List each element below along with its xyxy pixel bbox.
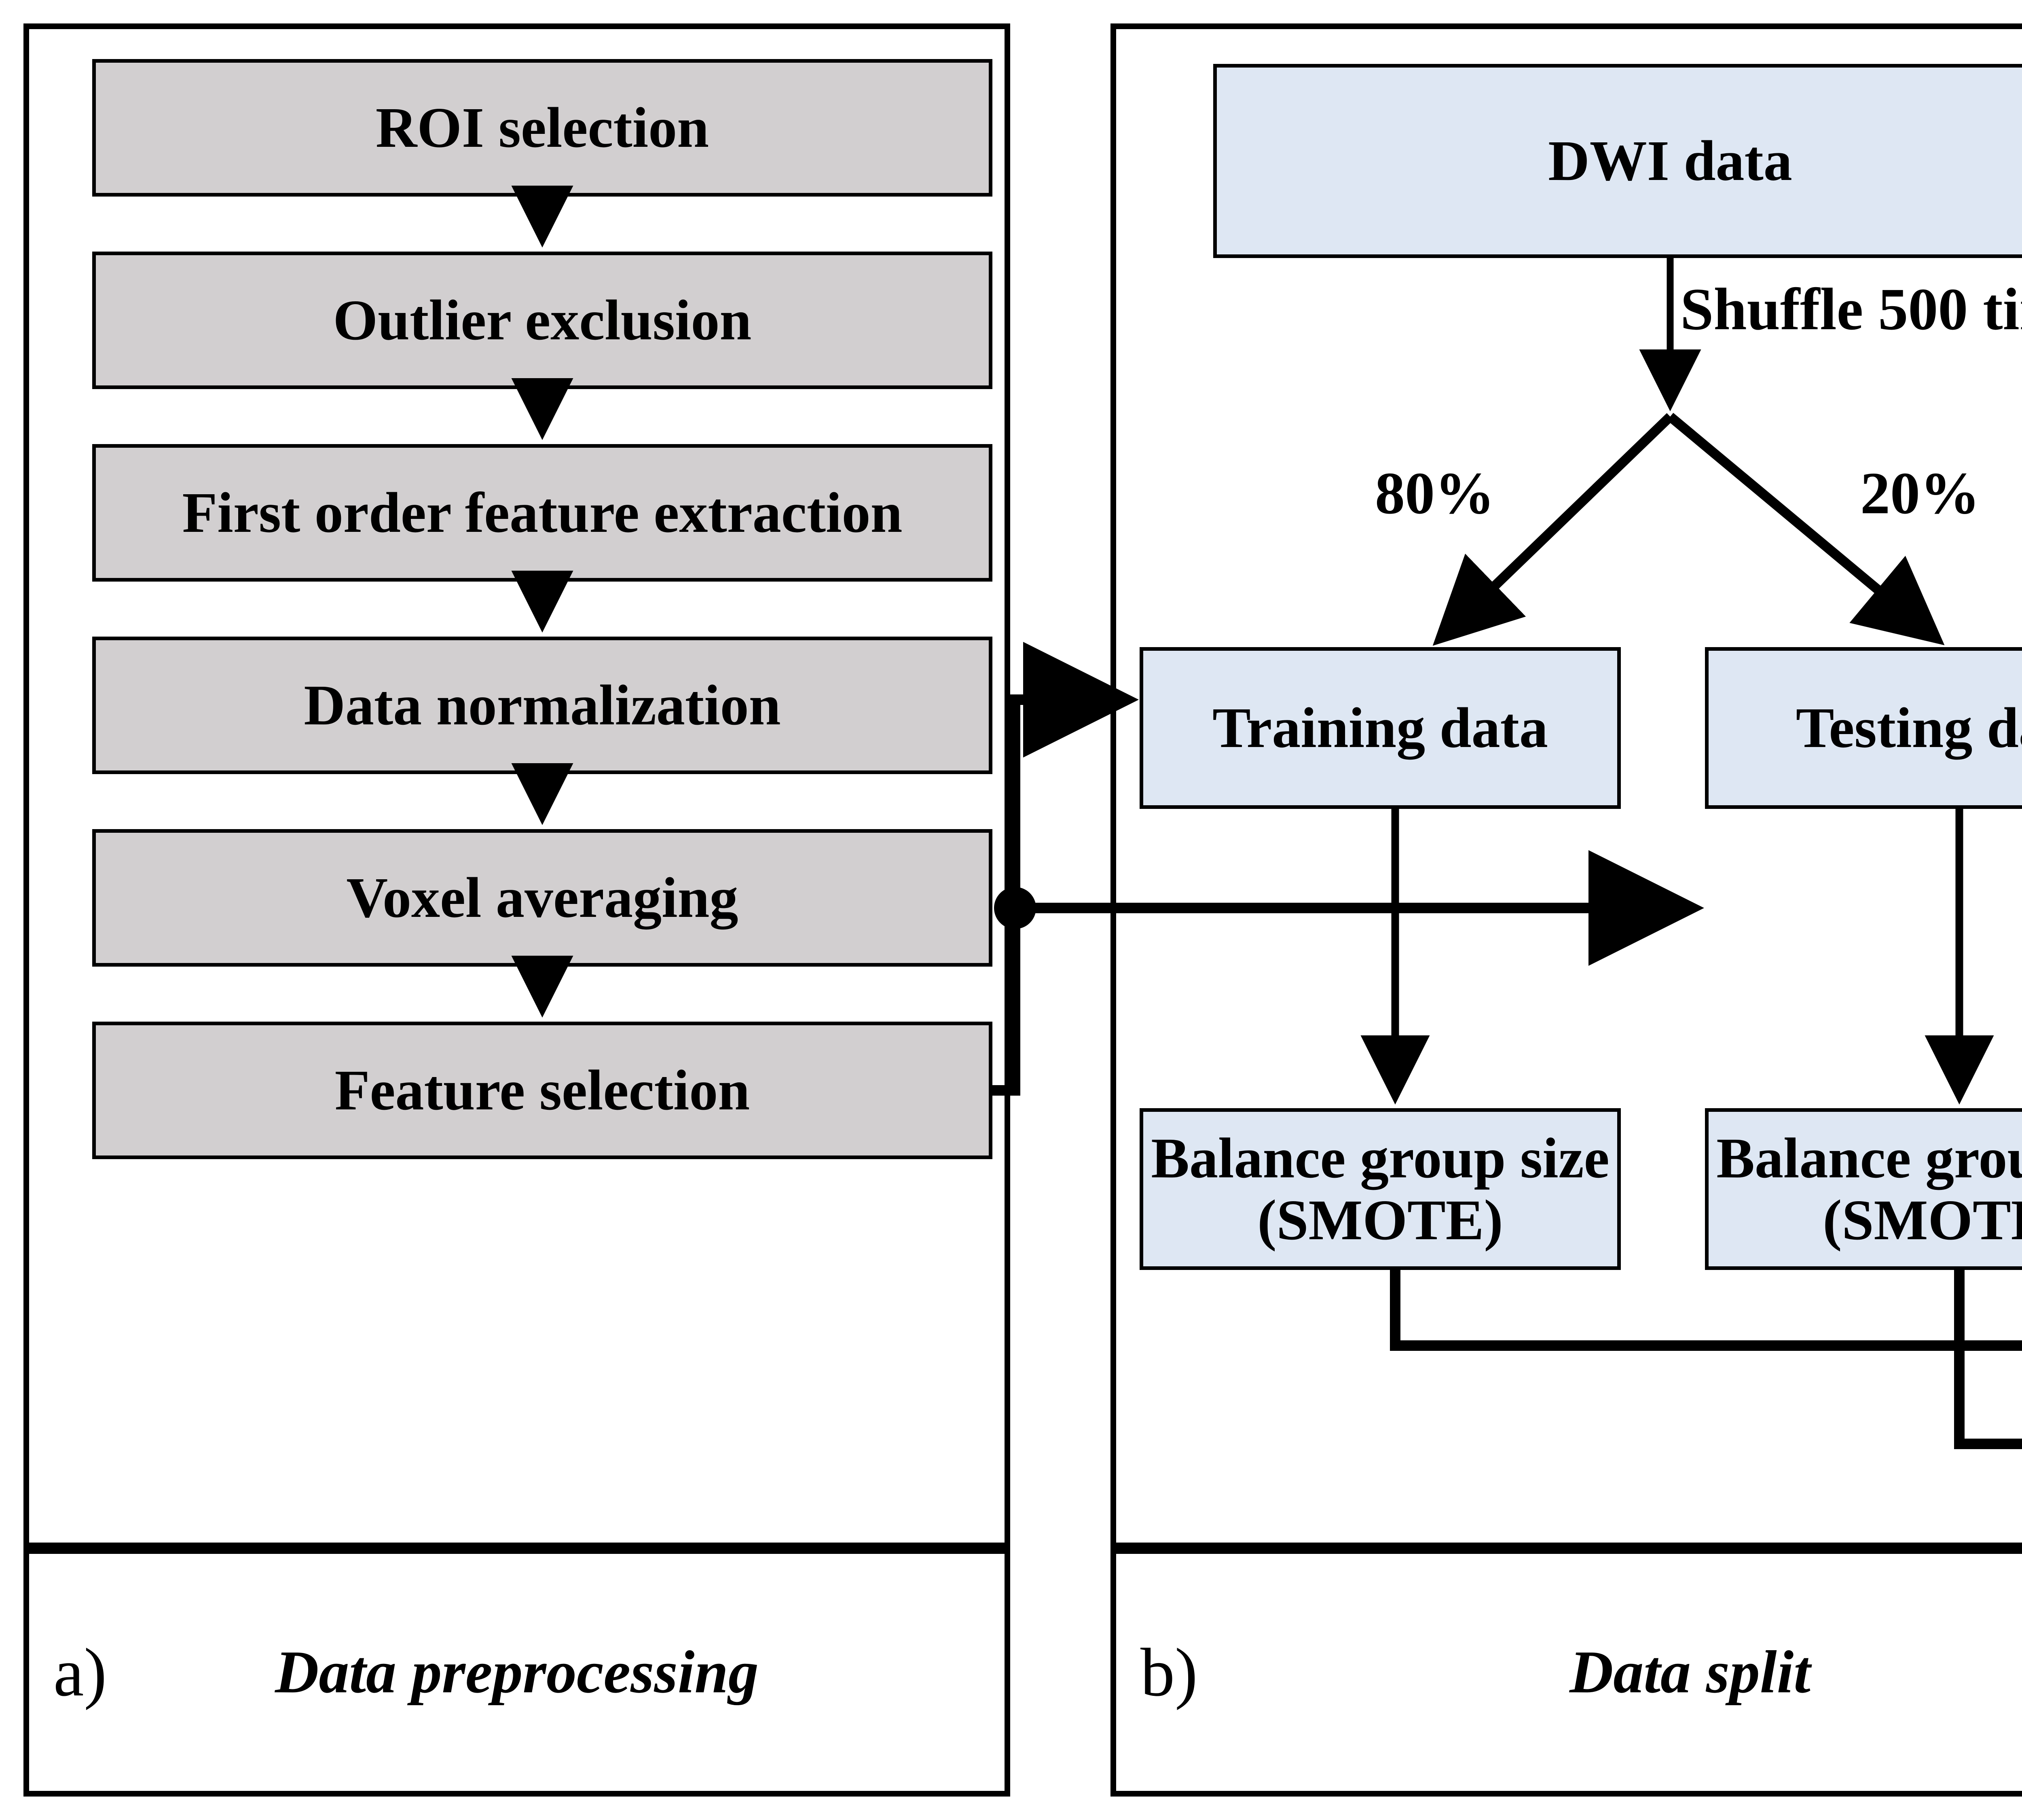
node-training-data[interactable]: Training data xyxy=(1140,647,1621,809)
node-voxel-averaging[interactable]: Voxel averaging xyxy=(92,829,992,967)
node-first-order-feature-extraction[interactable]: First order feature extraction xyxy=(92,444,992,582)
node-feature-selection[interactable]: Feature selection xyxy=(92,1022,992,1159)
balance-train-line1: Balance group size xyxy=(1151,1126,1610,1190)
balance-test-text: Balance group size (SMOTE) xyxy=(1716,1127,2022,1251)
balance-test-line2: (SMOTE) xyxy=(1823,1188,2022,1252)
panel-a-title: Data preprocessing xyxy=(275,1638,759,1706)
caption-shuffle-500-times: Shuffle 500 times xyxy=(1680,276,2022,343)
balance-test-line1: Balance group size xyxy=(1716,1126,2022,1190)
panel-b-letter: b) xyxy=(1140,1634,1198,1710)
node-balance-group-size-test[interactable]: Balance group size (SMOTE) xyxy=(1705,1108,2022,1270)
panel-b-label-band: b) Data split xyxy=(1110,1548,2022,1797)
panel-b-title: Data split xyxy=(1569,1638,1810,1706)
panel-a-letter: a) xyxy=(53,1634,107,1710)
node-outlier-exclusion[interactable]: Outlier exclusion xyxy=(92,252,992,389)
balance-train-text: Balance group size (SMOTE) xyxy=(1151,1127,1609,1251)
node-testing-data[interactable]: Testing data xyxy=(1705,647,2022,809)
node-data-normalization[interactable]: Data normalization xyxy=(92,637,992,774)
balance-train-line2: (SMOTE) xyxy=(1257,1188,1503,1252)
panel-a-label-band: a) Data preprocessing xyxy=(23,1548,1010,1797)
node-roi-selection[interactable]: ROI selection xyxy=(92,59,992,197)
node-dwi-data[interactable]: DWI data xyxy=(1213,64,2022,258)
node-balance-group-size-train[interactable]: Balance group size (SMOTE) xyxy=(1140,1108,1621,1270)
caption-split-20-percent: 20% xyxy=(1860,460,1980,527)
caption-split-80-percent: 80% xyxy=(1375,460,1495,527)
